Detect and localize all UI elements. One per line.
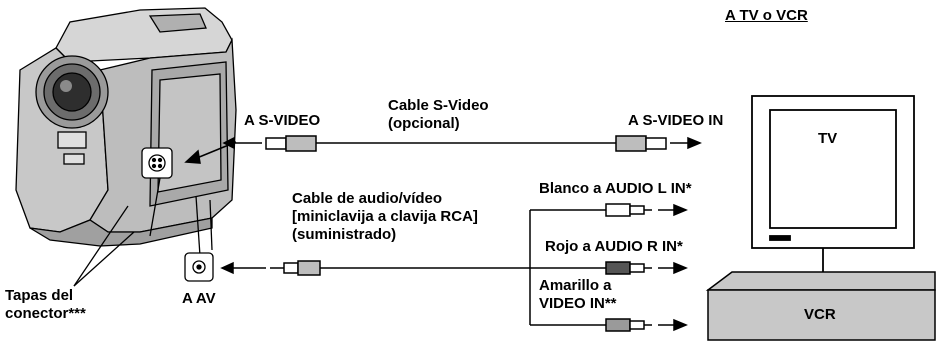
- label-a-svideo-in: A S-VIDEO IN: [628, 112, 724, 129]
- caps-line1: Tapas del: [5, 287, 74, 304]
- av-cable-line3: (suministrado): [292, 226, 397, 243]
- tv-label: TV: [818, 130, 838, 147]
- yellow-line1: Amarillo a: [539, 277, 612, 294]
- label-white-audio-l: Blanco a AUDIO L IN*: [539, 180, 692, 197]
- caps-line2: conector***: [5, 305, 86, 322]
- label-a-av: A AV: [182, 290, 216, 307]
- tv-icon: [751, 95, 915, 249]
- svideo-cable-line2: (opcional): [388, 115, 460, 132]
- svideo-cable-line1: Cable S-Video: [388, 97, 489, 114]
- label-svideo-cable: Cable S-Video (opcional): [388, 97, 489, 133]
- label-av-cable: Cable de audio/vídeo [miniclavija a clav…: [292, 190, 478, 244]
- to-tv-vcr-heading: A TV o VCR: [725, 7, 808, 24]
- vcr-icon: [705, 271, 936, 341]
- label-red-audio-r: Rojo a AUDIO R IN*: [545, 238, 683, 255]
- rca-red-plug: [530, 261, 688, 275]
- av-port-icon: [184, 252, 214, 282]
- label-a-svideo: A S-VIDEO: [244, 112, 321, 129]
- camcorder-icon: [15, 7, 237, 247]
- yellow-line2: VIDEO IN**: [539, 295, 617, 312]
- vcr-label: VCR: [804, 306, 836, 323]
- av-cable-line2: [miniclavija a clavija RCA]: [292, 208, 478, 225]
- rca-white-plug: [530, 203, 688, 217]
- rca-yellow-plug: [530, 318, 688, 332]
- label-connector-caps: Tapas del conector***: [5, 287, 86, 323]
- label-yellow-video: Amarillo a VIDEO IN**: [539, 277, 617, 313]
- av-cable-line1: Cable de audio/vídeo: [292, 190, 443, 207]
- svideo-cable: [222, 135, 702, 152]
